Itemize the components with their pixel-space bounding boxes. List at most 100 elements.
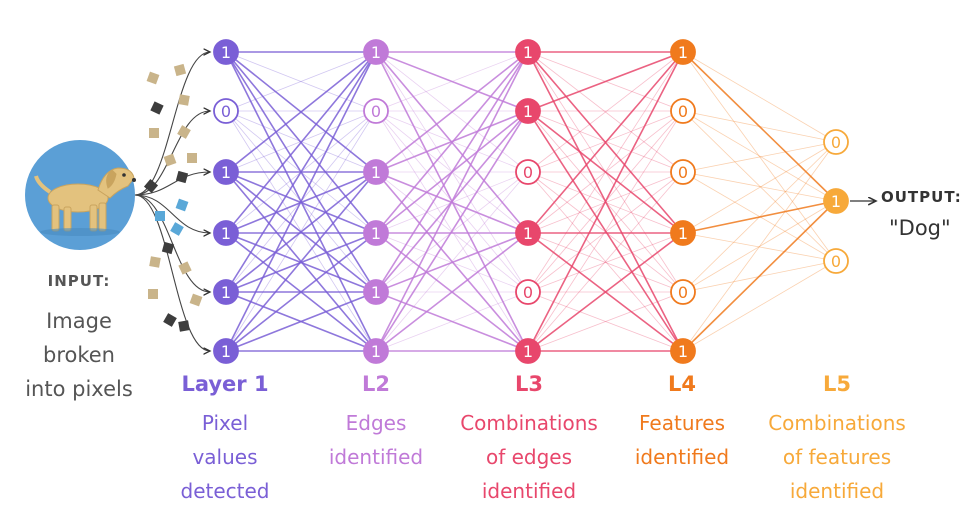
layer-3-description: Combinations of edges identified: [441, 406, 617, 508]
neuron-node: [515, 159, 541, 185]
neuron-value: 1: [371, 163, 381, 182]
connection-line: [375, 110, 529, 352]
neuron-node: [363, 220, 389, 246]
layer-5-description-line: identified: [789, 479, 885, 503]
connection-line: [527, 51, 684, 173]
layer-1-description: Pixel values detected: [160, 406, 290, 508]
connection-line: [682, 200, 837, 234]
neuron-node: [515, 39, 541, 65]
layer-3-description-line: Combinations: [460, 411, 598, 435]
connection-line: [527, 232, 684, 293]
neuron-node: [213, 220, 239, 246]
connection-line: [682, 51, 837, 202]
neuron-node: [670, 338, 696, 364]
layer-2-description-line: identified: [328, 445, 424, 469]
connection-line: [225, 51, 377, 234]
input-arrow: [134, 194, 210, 351]
pixel-square: [170, 222, 184, 236]
input-arrow: [134, 52, 210, 196]
neuron-value: 1: [371, 283, 381, 302]
connection-line: [527, 51, 684, 352]
connection-line: [527, 232, 684, 293]
pixel-square: [150, 101, 164, 115]
pixel-square: [189, 293, 203, 307]
layer-1-title: Layer 1: [181, 372, 269, 396]
connection-line: [682, 51, 837, 262]
connection-line: [527, 110, 684, 234]
neuron-node: [363, 338, 389, 364]
connection-line: [682, 200, 837, 293]
layer-1-description-line: values: [192, 445, 258, 469]
connection-line: [225, 51, 377, 293]
neuron-value: 1: [523, 224, 533, 243]
connection-line: [682, 141, 837, 293]
connection-line: [527, 291, 684, 352]
layer-4-description: Features identified: [620, 406, 744, 474]
pixel-square: [187, 153, 197, 163]
neuron-value: 1: [678, 224, 688, 243]
pixel-square: [173, 63, 187, 77]
pixel-square: [149, 256, 161, 268]
connection-line: [375, 171, 529, 352]
neuron-node: [670, 39, 696, 65]
pixel-square: [178, 94, 190, 106]
neuron-value: 0: [831, 252, 841, 271]
input-description-line: into pixels: [25, 377, 133, 401]
pixel-square: [148, 289, 158, 299]
connection-line: [527, 51, 684, 234]
connection-line: [527, 171, 684, 293]
neuron-value: 0: [678, 283, 688, 302]
layer-5-description: Combinations of features identified: [749, 406, 925, 508]
connection-line: [682, 110, 837, 262]
connection-line: [375, 51, 529, 234]
input-arrow: [134, 111, 210, 196]
connection-line: [225, 171, 377, 352]
neuron-value: 1: [221, 283, 231, 302]
connection-line: [375, 232, 529, 293]
connection-line: [527, 171, 684, 352]
connection-line: [682, 232, 837, 262]
neuron-value: 1: [221, 163, 231, 182]
neuron-value: 1: [523, 43, 533, 62]
connection-line: [527, 110, 684, 352]
neuron-node: [670, 279, 696, 305]
neuron-value: 0: [371, 102, 381, 121]
layer-5-description-line: Combinations: [768, 411, 906, 435]
connection-line: [682, 141, 837, 173]
connection-line: [375, 232, 529, 352]
neuron-value: 0: [221, 102, 231, 121]
layer-5-description-line: of features: [782, 445, 892, 469]
neuron-node: [213, 39, 239, 65]
input-heading: INPUT:: [47, 272, 111, 290]
pixel-square: [161, 241, 175, 255]
neuron-value: 0: [523, 283, 533, 302]
connection-line: [527, 110, 684, 234]
connection-line: [225, 171, 377, 293]
output-heading: OUTPUT:: [881, 188, 962, 206]
pixel-square: [175, 170, 189, 184]
connection-line: [527, 51, 684, 293]
connection-line: [682, 260, 837, 352]
neuron-value: 1: [678, 342, 688, 361]
input-description: Image broken into pixels: [20, 304, 138, 406]
layer-5-title: L5: [823, 372, 851, 396]
connection-line: [682, 141, 837, 234]
connection-line: [375, 51, 529, 293]
connection-line: [375, 51, 529, 173]
connection-line: [375, 51, 529, 352]
pixel-square: [175, 198, 189, 212]
connection-line: [375, 51, 529, 112]
neuron-value: 1: [221, 342, 231, 361]
neuron-value: 0: [831, 133, 841, 152]
layer-2-description-line: Edges: [345, 411, 407, 435]
neuron-node: [363, 39, 389, 65]
connection-line: [682, 200, 837, 352]
neuron-node: [670, 220, 696, 246]
pixel-square: [178, 320, 190, 332]
neuron-value: 0: [678, 102, 688, 121]
neuron-value: 0: [523, 163, 533, 182]
layer-2-description: Edges identified: [311, 406, 441, 474]
neuron-value: 1: [371, 224, 381, 243]
connection-line: [375, 291, 529, 352]
